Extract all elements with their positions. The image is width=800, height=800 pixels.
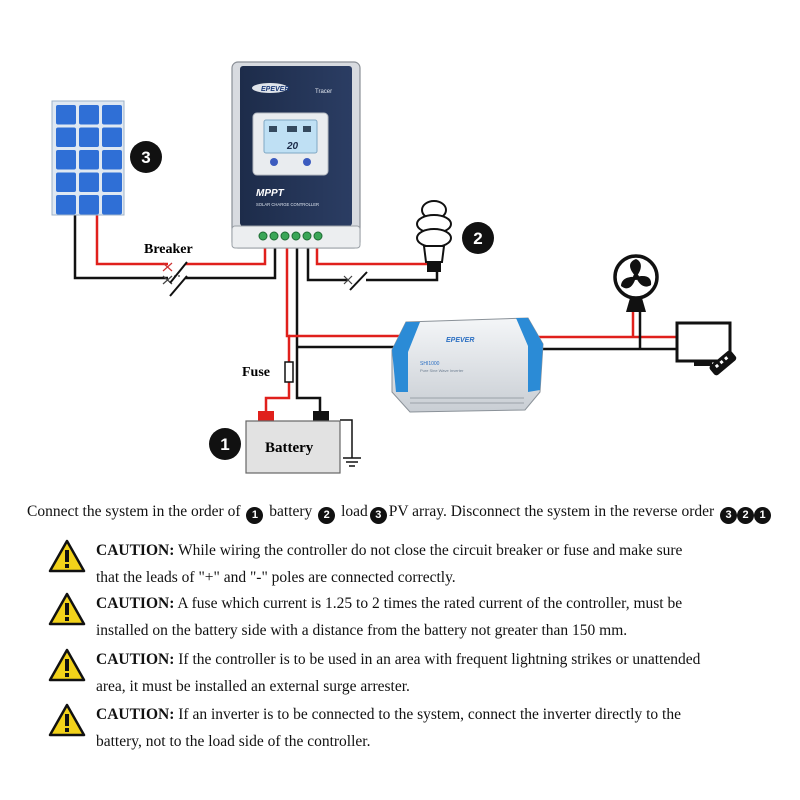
warning-icon bbox=[48, 592, 86, 626]
ground-wire bbox=[340, 419, 353, 458]
warning-icon bbox=[48, 648, 86, 682]
controller-terminal bbox=[291, 231, 301, 241]
controller-brand: EPEVER bbox=[261, 86, 289, 93]
reverse-step-3-badge: 3 bbox=[720, 507, 738, 524]
caution-2-line-1: CAUTION: A fuse which current is 1.25 to… bbox=[96, 590, 756, 617]
battery-positive-wire-2 bbox=[264, 382, 291, 412]
pv-cell bbox=[56, 172, 76, 192]
caution-2-text-2: installed on the battery side with a dis… bbox=[96, 622, 628, 639]
svg-text:2: 2 bbox=[473, 229, 482, 248]
controller-series: Tracer bbox=[315, 89, 332, 95]
caution-block-3: CAUTION: If the controller is to be used… bbox=[48, 646, 768, 702]
pv-negative-wire bbox=[73, 215, 168, 280]
controller-terminal bbox=[269, 231, 279, 241]
wires bbox=[73, 215, 680, 467]
inverter-subtitle: Pure Sine Wave Inverter bbox=[420, 368, 464, 373]
controller-terminal bbox=[302, 231, 312, 241]
light-bulb-icon bbox=[416, 200, 452, 272]
pv-cell bbox=[79, 127, 99, 147]
reverse-step-2-badge: 2 bbox=[737, 507, 755, 524]
fan-icon bbox=[613, 254, 659, 312]
caution-4-title: CAUTION: bbox=[96, 706, 175, 723]
pv-cell bbox=[79, 150, 99, 170]
battery-negative-wire bbox=[295, 244, 322, 412]
caution-1-title: CAUTION: bbox=[96, 542, 175, 559]
controller-terminal bbox=[258, 231, 268, 241]
reverse-step-1-badge: 1 bbox=[754, 507, 772, 524]
order-word-battery: battery bbox=[269, 503, 313, 520]
load-negative-wire bbox=[306, 244, 348, 282]
order-step-3-badge: 3 bbox=[369, 507, 387, 524]
order-prefix: Connect the system in the order of bbox=[27, 503, 241, 520]
fuse-label: Fuse bbox=[242, 365, 270, 380]
controller-lcd-value: 20 bbox=[286, 141, 299, 152]
pv-cell bbox=[79, 172, 99, 192]
inverter: EPEVER SHI1000 Pure Sine Wave Inverter bbox=[391, 317, 544, 413]
pv-cell bbox=[102, 195, 122, 215]
wiring-diagram: Breaker Fuse EPEVER Tracer 20 MPPT SOLAR… bbox=[51, 61, 737, 474]
breaker-switch bbox=[162, 261, 188, 297]
caution-2-text-1: A fuse which current is 1.25 to 2 times … bbox=[177, 595, 683, 612]
battery-label: Battery bbox=[265, 440, 314, 456]
controller-button-left bbox=[270, 158, 278, 166]
caution-1-text-1: While wiring the controller do not close… bbox=[177, 542, 683, 559]
controller-terminal bbox=[280, 231, 290, 241]
battery-positive-wire bbox=[285, 244, 291, 362]
pv-cell bbox=[79, 195, 99, 215]
pv-cell bbox=[56, 195, 76, 215]
warning-icon bbox=[48, 703, 86, 737]
badge-battery: 1 bbox=[209, 428, 241, 460]
pv-cell bbox=[102, 127, 122, 147]
order-word-pv: PV array. Disconnect the system in the r… bbox=[388, 503, 715, 520]
caution-3-text-1: If the controller is to be used in an ar… bbox=[178, 651, 701, 668]
pv-cell bbox=[56, 127, 76, 147]
load-switch bbox=[343, 271, 368, 291]
badge-load: 2 bbox=[462, 222, 494, 254]
pv-positive-wire-2 bbox=[185, 244, 267, 266]
caution-4-text-2: battery, not to the load side of the con… bbox=[96, 733, 371, 750]
pv-array bbox=[51, 100, 125, 216]
controller-title: MPPT bbox=[256, 188, 285, 199]
breaker-label: Breaker bbox=[144, 242, 193, 257]
controller-terminal bbox=[313, 231, 323, 241]
pv-cell bbox=[102, 150, 122, 170]
pv-cell bbox=[102, 105, 122, 125]
pv-cell bbox=[102, 172, 122, 192]
svg-text:1: 1 bbox=[220, 435, 229, 454]
inverter-model: SHI1000 bbox=[420, 361, 440, 367]
inverter-brand: EPEVER bbox=[446, 337, 474, 344]
caution-3-text-2: area, it must be installed an external s… bbox=[96, 678, 410, 695]
load-negative-wire-2 bbox=[366, 272, 439, 282]
controller-subtitle: SOLAR CHARGE CONTROLLER bbox=[256, 202, 319, 207]
svg-text:3: 3 bbox=[141, 148, 150, 167]
badge-pv-array: 3 bbox=[130, 141, 162, 173]
caution-2-title: CAUTION: bbox=[96, 595, 175, 612]
battery: Battery bbox=[245, 411, 341, 474]
caution-1-line-1: CAUTION: While wiring the controller do … bbox=[96, 537, 756, 564]
caution-4-text-1: If an inverter is to be connected to the… bbox=[178, 706, 681, 723]
caution-block-4: CAUTION: If an inverter is to be connect… bbox=[48, 701, 768, 757]
connection-order-text: Connect the system in the order of 1 bat… bbox=[27, 501, 797, 524]
caution-1-text-2: that the leads of "+" and "-" poles are … bbox=[96, 569, 456, 586]
warning-icon bbox=[48, 539, 86, 573]
caution-4-line-1: CAUTION: If an inverter is to be connect… bbox=[96, 701, 756, 728]
pv-cell bbox=[79, 105, 99, 125]
fuse-symbol bbox=[284, 361, 294, 383]
caution-block-2: CAUTION: A fuse which current is 1.25 to… bbox=[48, 590, 768, 646]
caution-3-title: CAUTION: bbox=[96, 651, 175, 668]
order-step-1-badge: 1 bbox=[246, 507, 264, 524]
pv-cell bbox=[56, 150, 76, 170]
controller-button-right bbox=[303, 158, 311, 166]
pv-negative-wire-2 bbox=[185, 244, 277, 280]
order-step-2-badge: 2 bbox=[318, 507, 336, 524]
remote-control-icon bbox=[709, 350, 737, 376]
order-word-load: load bbox=[341, 503, 368, 520]
caution-3-line-1: CAUTION: If the controller is to be used… bbox=[96, 646, 756, 673]
tv-icon bbox=[675, 321, 737, 376]
caution-block-1: CAUTION: While wiring the controller do … bbox=[48, 537, 768, 593]
pv-cell bbox=[56, 105, 76, 125]
pv-positive-wire bbox=[95, 215, 168, 266]
solar-charge-controller: EPEVER Tracer 20 MPPT SOLAR CHARGE CONTR… bbox=[231, 61, 361, 249]
